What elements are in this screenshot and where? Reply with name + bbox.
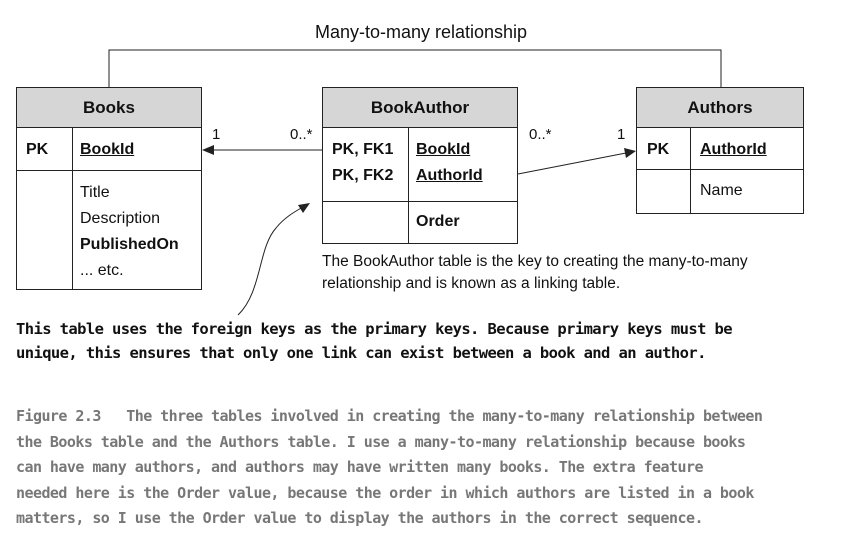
books-table-header: Books [17,88,201,128]
caption-line-4: needed here is the Order value, because … [16,483,754,502]
cardinality-bookauthor-right: 0..* [529,126,552,143]
bookauthor-key-label-2: PK, FK2 [332,167,394,184]
authors-pk-field: AuthorId [700,141,767,158]
bookauthor-key-label-1: PK, FK1 [332,141,394,158]
authors-table-header: Authors [637,88,803,128]
authors-column-divider [690,128,691,213]
books-field-publishedon: PublishedOn [80,236,179,253]
authors-table: Authors PK AuthorId Name [636,87,804,214]
books-pk-label: PK [26,141,49,158]
bookauthor-field-order: Order [416,213,460,230]
bookauthor-column-divider [408,128,409,243]
note-pointer-curve [237,206,304,316]
caption-line-2: the Books table and the Authors table. I… [16,432,746,451]
books-field-etc: ... etc. [80,262,124,279]
authors-arrowhead [624,148,636,158]
primary-key-note: This table uses the foreign keys as the … [16,317,733,365]
bookauthor-key-field-bookid: BookId [416,141,471,158]
many-to-many-bracket [108,49,722,87]
books-table: Books PK BookId Title Description Publis… [16,87,202,290]
authors-key-divider [637,169,803,170]
note-pointer-arrowhead [298,203,310,213]
primary-key-note-line-1: This table uses the foreign keys as the … [16,320,733,338]
books-column-divider [72,128,73,289]
books-field-description: Description [80,210,161,227]
bookauthor-to-authors-line [517,152,627,175]
relationship-label: Many-to-many relationship [314,22,528,42]
caption-line-5: matters, so I use the Order value to dis… [16,509,704,527]
linking-table-note-line-1: The BookAuthor table is the key to creat… [322,253,748,270]
books-pk-field: BookId [80,141,135,158]
books-key-divider [17,170,201,171]
cardinality-bookauthor-left: 0..* [290,126,313,143]
caption-line-3: can have many authors, and authors may h… [16,458,704,476]
bookauthor-table: BookAuthor PK, FK1 PK, FK2 BookId Author… [322,87,518,244]
books-field-title: Title [80,184,110,201]
figure-caption: Figure 2.3 The three tables involved in … [16,404,763,532]
primary-key-note-line-2: unique, this ensures that only one link … [16,344,706,362]
bookauthor-key-field-authorid: AuthorId [416,167,483,184]
caption-line-1: Figure 2.3 The three tables involved in … [16,407,763,425]
authors-field-name: Name [700,182,743,199]
cardinality-authors-side: 1 [617,126,626,143]
bookauthor-table-header: BookAuthor [323,88,517,128]
linking-table-note-line-2: relationship and is known as a linking t… [322,275,621,292]
linking-table-note: The BookAuthor table is the key to creat… [322,251,748,295]
bookauthor-key-divider [323,201,517,202]
authors-pk-label: PK [647,141,670,158]
cardinality-books-side: 1 [212,126,221,143]
books-arrowhead [202,145,214,155]
